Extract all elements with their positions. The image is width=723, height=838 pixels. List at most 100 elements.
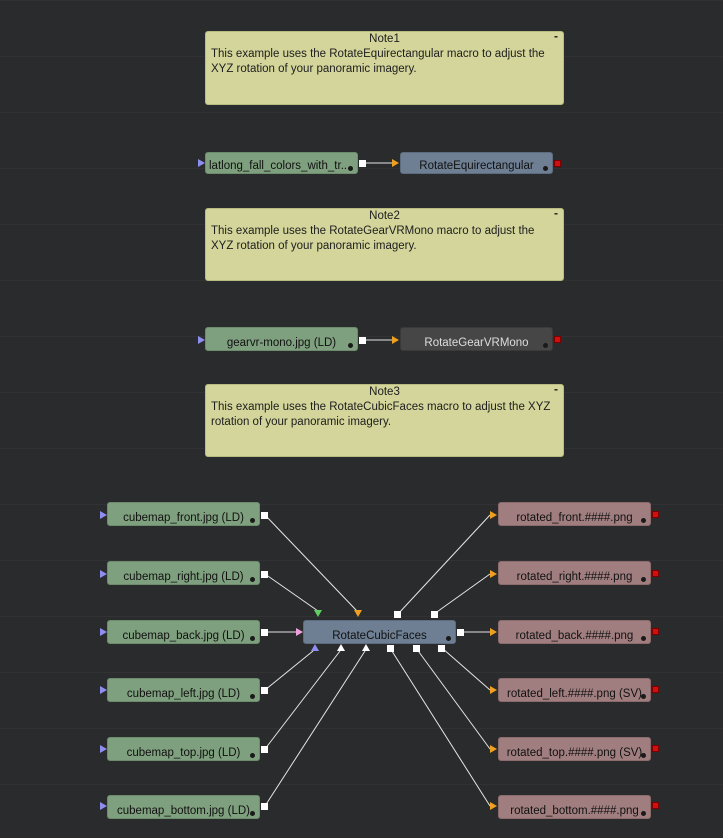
output-port-icon[interactable] <box>387 645 394 652</box>
input-port-icon[interactable] <box>490 511 497 519</box>
output-port-icon[interactable] <box>652 570 659 577</box>
loader-node-cubemap-right[interactable]: cubemap_right.jpg (LD) <box>107 561 260 585</box>
node-label: RotateEquirectangular <box>419 160 534 172</box>
node-label: RotateCubicFaces <box>332 630 427 642</box>
node-label: RotateGearVRMono <box>424 337 529 349</box>
node-dot-icon <box>250 577 255 582</box>
saver-node-rotated-back[interactable]: rotated_back.####.png <box>498 620 651 644</box>
saver-node-rotated-front[interactable]: rotated_front.####.png <box>498 502 651 526</box>
input-port-icon[interactable] <box>100 686 107 694</box>
node-label: cubemap_front.jpg (LD) <box>123 512 244 524</box>
output-port-icon[interactable] <box>554 336 561 343</box>
note-2[interactable]: Note2 - This example uses the RotateGear… <box>205 206 564 281</box>
node-label: gearvr-mono.jpg (LD) <box>226 337 337 349</box>
output-port-icon[interactable] <box>261 746 268 753</box>
node-dot-icon <box>250 811 255 816</box>
loader-node-cubemap-bottom[interactable]: cubemap_bottom.jpg (LD) <box>107 795 260 819</box>
output-port-icon[interactable] <box>431 611 438 618</box>
loader-node-cubemap-front[interactable]: cubemap_front.jpg (LD) <box>107 502 260 526</box>
output-port-icon[interactable] <box>438 645 445 652</box>
node-label: latlong_fall_colors_with_tr... <box>209 160 351 172</box>
node-dot-icon <box>641 577 646 582</box>
loader-node-cubemap-left[interactable]: cubemap_left.jpg (LD) <box>107 678 260 702</box>
saver-node-rotated-top[interactable]: rotated_top.####.png (SV) <box>498 737 651 761</box>
output-port-icon[interactable] <box>359 160 366 167</box>
macro-node-rotate-gearvr[interactable]: RotateGearVRMono <box>400 327 553 351</box>
node-label: rotated_top.####.png (SV) <box>506 747 643 759</box>
loader-node-gearvr[interactable]: gearvr-mono.jpg (LD) <box>205 327 358 351</box>
input-port-icon[interactable] <box>100 570 107 578</box>
input-port-icon[interactable] <box>296 628 303 636</box>
input-port-icon[interactable] <box>198 336 205 344</box>
output-port-icon[interactable] <box>554 160 561 167</box>
loader-node-cubemap-back[interactable]: cubemap_back.jpg (LD) <box>107 620 260 644</box>
loader-node-latlong[interactable]: latlong_fall_colors_with_tr... <box>205 152 358 174</box>
output-port-icon[interactable] <box>359 337 366 344</box>
node-dot-icon <box>446 636 451 641</box>
input-port-icon[interactable] <box>100 802 107 810</box>
node-dot-icon <box>348 343 353 348</box>
minimize-icon[interactable]: - <box>554 206 558 220</box>
input-port-icon[interactable] <box>392 336 399 344</box>
macro-node-rotate-equirectangular[interactable]: RotateEquirectangular <box>400 152 553 174</box>
saver-node-rotated-left[interactable]: rotated_left.####.png (SV) <box>498 678 651 702</box>
input-port-icon[interactable] <box>362 644 370 651</box>
node-dot-icon <box>641 694 646 699</box>
output-port-icon[interactable] <box>652 686 659 693</box>
output-port-icon[interactable] <box>261 803 268 810</box>
node-label: rotated_bottom.####.png <box>510 805 639 817</box>
input-port-icon[interactable] <box>354 610 362 617</box>
output-port-icon[interactable] <box>261 687 268 694</box>
output-port-icon[interactable] <box>261 571 268 578</box>
input-port-icon[interactable] <box>490 628 497 636</box>
output-port-icon[interactable] <box>652 628 659 635</box>
input-port-icon[interactable] <box>100 628 107 636</box>
node-label: cubemap_back.jpg (LD) <box>122 630 245 642</box>
output-port-icon[interactable] <box>394 611 401 618</box>
input-port-icon[interactable] <box>314 610 322 617</box>
node-dot-icon <box>250 753 255 758</box>
saver-node-rotated-bottom[interactable]: rotated_bottom.####.png <box>498 795 651 819</box>
node-dot-icon <box>543 166 548 171</box>
input-port-icon[interactable] <box>337 644 345 651</box>
output-port-icon[interactable] <box>652 511 659 518</box>
output-port-icon[interactable] <box>261 512 268 519</box>
input-port-icon[interactable] <box>490 570 497 578</box>
note-1[interactable]: Note1 - This example uses the RotateEqui… <box>205 29 564 105</box>
node-label: rotated_back.####.png <box>515 630 634 642</box>
node-dot-icon <box>250 518 255 523</box>
minimize-icon[interactable]: - <box>554 382 558 396</box>
input-port-icon[interactable] <box>490 745 497 753</box>
note-body: This example uses the RotateEquirectangu… <box>211 48 545 75</box>
note-body: This example uses the RotateGearVRMono m… <box>211 225 535 252</box>
node-dot-icon <box>250 694 255 699</box>
node-dot-icon <box>641 636 646 641</box>
node-dot-icon <box>543 343 548 348</box>
note-title: Note2 <box>369 210 400 222</box>
node-dot-icon <box>641 753 646 758</box>
node-dot-icon <box>641 811 646 816</box>
loader-node-cubemap-top[interactable]: cubemap_top.jpg (LD) <box>107 737 260 761</box>
output-port-icon[interactable] <box>652 802 659 809</box>
input-port-icon[interactable] <box>100 745 107 753</box>
macro-node-rotate-cubic-faces[interactable]: RotateCubicFaces <box>303 620 456 644</box>
input-port-icon[interactable] <box>490 686 497 694</box>
node-dot-icon <box>641 518 646 523</box>
note-3[interactable]: Note3 - This example uses the RotateCubi… <box>205 382 564 457</box>
output-port-icon[interactable] <box>261 629 268 636</box>
input-port-icon[interactable] <box>490 802 497 810</box>
input-port-icon[interactable] <box>198 159 205 167</box>
node-label: cubemap_right.jpg (LD) <box>123 571 244 583</box>
node-dot-icon <box>348 166 353 171</box>
input-port-icon[interactable] <box>392 159 399 167</box>
output-port-icon[interactable] <box>457 629 464 636</box>
input-port-icon[interactable] <box>311 644 319 651</box>
note-title: Note3 <box>369 386 400 398</box>
input-port-icon[interactable] <box>100 511 107 519</box>
node-label: rotated_right.####.png <box>516 571 633 583</box>
node-label: rotated_front.####.png <box>516 512 633 524</box>
output-port-icon[interactable] <box>652 745 659 752</box>
minimize-icon[interactable]: - <box>554 29 558 43</box>
saver-node-rotated-right[interactable]: rotated_right.####.png <box>498 561 651 585</box>
output-port-icon[interactable] <box>413 645 420 652</box>
